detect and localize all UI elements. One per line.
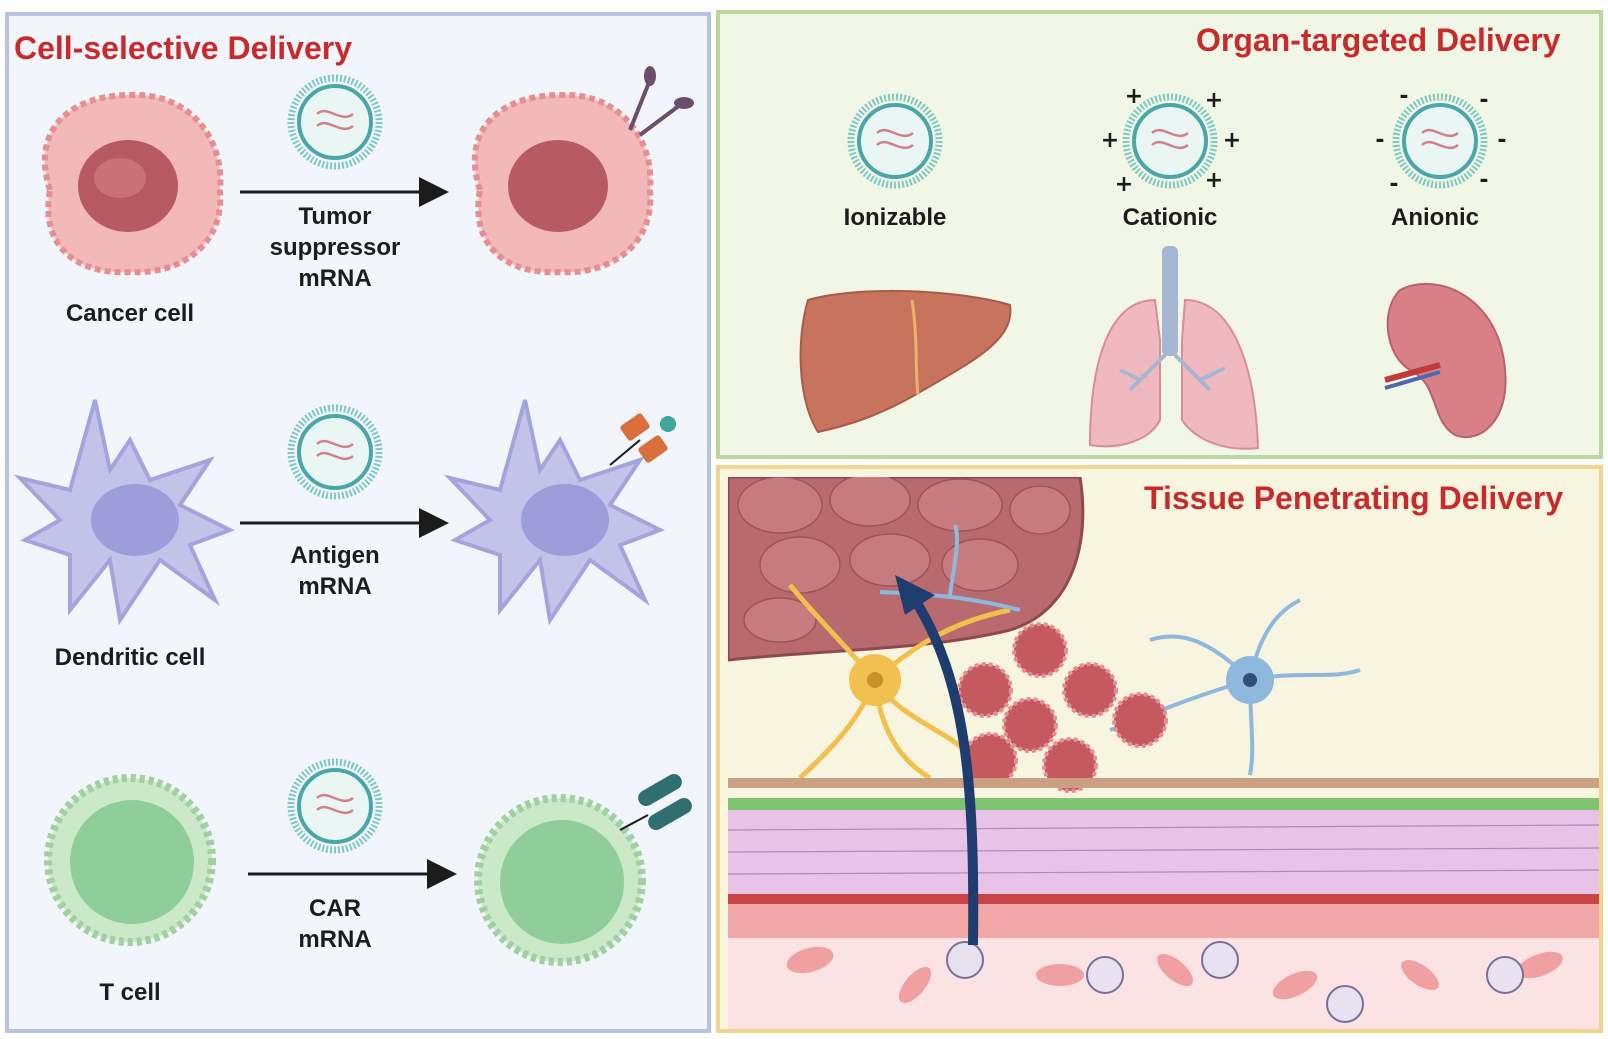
charge-mark: -: [1375, 128, 1385, 153]
endothelial-cells: [728, 904, 1599, 938]
endothelium-top: [728, 894, 1599, 904]
t-cell-after: [474, 774, 692, 966]
tissue-penetrating-title: Tissue Penetrating Delivery: [1144, 480, 1564, 516]
charge-mark: +: [1124, 84, 1144, 109]
charge-mark: +: [1204, 168, 1224, 193]
lnp-particles: [946, 941, 1524, 1023]
green-layer: [728, 798, 1599, 810]
charge-mark: -: [1389, 172, 1399, 197]
blood-vessel-lumen: [728, 938, 1599, 1029]
charge-mark: -: [1479, 88, 1489, 113]
charge-mark: +: [1222, 128, 1242, 153]
dendritic-cell-after: [443, 399, 676, 626]
basement-layer: [728, 778, 1599, 788]
charge-mark: -: [1479, 168, 1489, 193]
t-cell-before: [44, 774, 216, 946]
spleen-icon: [1384, 282, 1507, 439]
lungs-icon: [1088, 246, 1260, 450]
cancer-cell-label: Cancer cell: [65, 300, 195, 327]
cancer-cell-before: [41, 91, 224, 276]
organ-targeted-title: Organ-targeted Delivery: [1196, 22, 1561, 58]
penetration-arrow: [910, 597, 979, 946]
dendritic-cell-before: [13, 399, 235, 626]
anionic-label: Anionic: [1391, 204, 1479, 231]
cationic-label: Cationic: [1122, 204, 1218, 231]
antigen-mrna-label: Antigen mRNA: [290, 542, 380, 600]
charge-mark: -: [1399, 84, 1409, 109]
tumor-lobules: [737, 477, 1071, 643]
dendritic-cell-label: Dendritic cell: [54, 644, 206, 671]
muscle-fibers: [728, 824, 1599, 875]
ionizable-label: Ionizable: [843, 204, 947, 231]
liver-icon: [799, 289, 1012, 434]
charge-mark: -: [1497, 128, 1507, 153]
cell-selective-title: Cell-selective Delivery: [14, 30, 352, 66]
charge-mark: +: [1100, 128, 1120, 153]
charge-mark: +: [1204, 88, 1224, 113]
cancer-cell-after: [471, 66, 694, 276]
tumor-suppressor-mrna-label: Tumor suppressor mRNA: [269, 203, 401, 292]
charge-mark: +: [1114, 172, 1134, 197]
cancer-cells: [957, 622, 1168, 793]
t-cell-label: T cell: [99, 979, 161, 1006]
car-mrna-label: CAR mRNA: [298, 895, 372, 953]
red-blood-cells: [786, 946, 1563, 1004]
muscle-layer: [728, 810, 1599, 894]
